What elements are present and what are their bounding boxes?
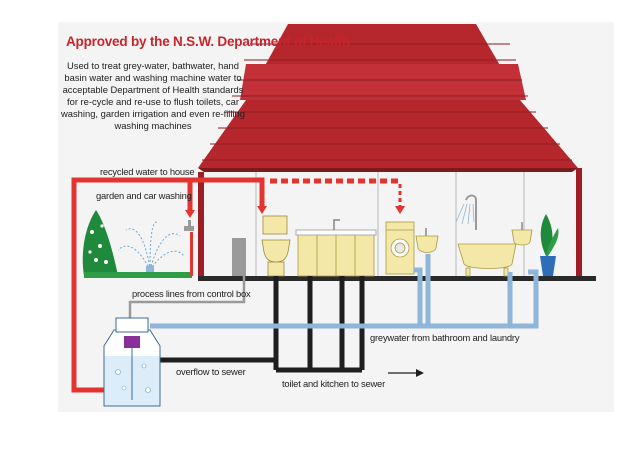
sprinkler-icon [117, 221, 185, 272]
process-line [128, 276, 246, 318]
room-dividers [255, 172, 525, 276]
pot-plant-icon [540, 214, 559, 276]
garden-shrub [82, 210, 192, 278]
hand-basin-icon [415, 228, 439, 253]
bathroom-basin-icon [511, 222, 533, 246]
shower-icon [455, 194, 477, 230]
diagram-title: Approved by the N.S.W. Department of Hea… [66, 34, 350, 49]
kitchen-cabinets [295, 219, 377, 277]
garden-tap-icon [184, 220, 194, 276]
control-box [232, 238, 246, 276]
diagram-description: Used to treat grey-water, bathwater, han… [61, 60, 245, 131]
sewer-arrow [388, 369, 424, 377]
label-recycled-water: recycled water to house [100, 166, 195, 177]
label-toilet-kitchen-sewer: toilet and kitchen to sewer [282, 378, 385, 389]
bathtub-icon [457, 243, 517, 277]
toilet-icon [261, 215, 291, 277]
arrow-to-washing-machine [395, 206, 405, 214]
arrow-to-garden [185, 210, 195, 218]
recycled-water-pipes [71, 177, 265, 393]
treatment-tank [103, 317, 161, 407]
greywater-pipes [150, 254, 539, 329]
washing-machine-icon [385, 221, 415, 275]
sewer-pipes [148, 276, 365, 373]
label-process-lines: process lines from control box [132, 288, 251, 299]
label-garden-car-washing: garden and car washing [96, 190, 192, 201]
label-greywater: greywater from bathroom and laundry [370, 332, 520, 343]
arrow-to-toilet [257, 206, 267, 214]
house-frame [198, 168, 596, 281]
roof [198, 24, 578, 172]
label-overflow: overflow to sewer [176, 366, 246, 377]
